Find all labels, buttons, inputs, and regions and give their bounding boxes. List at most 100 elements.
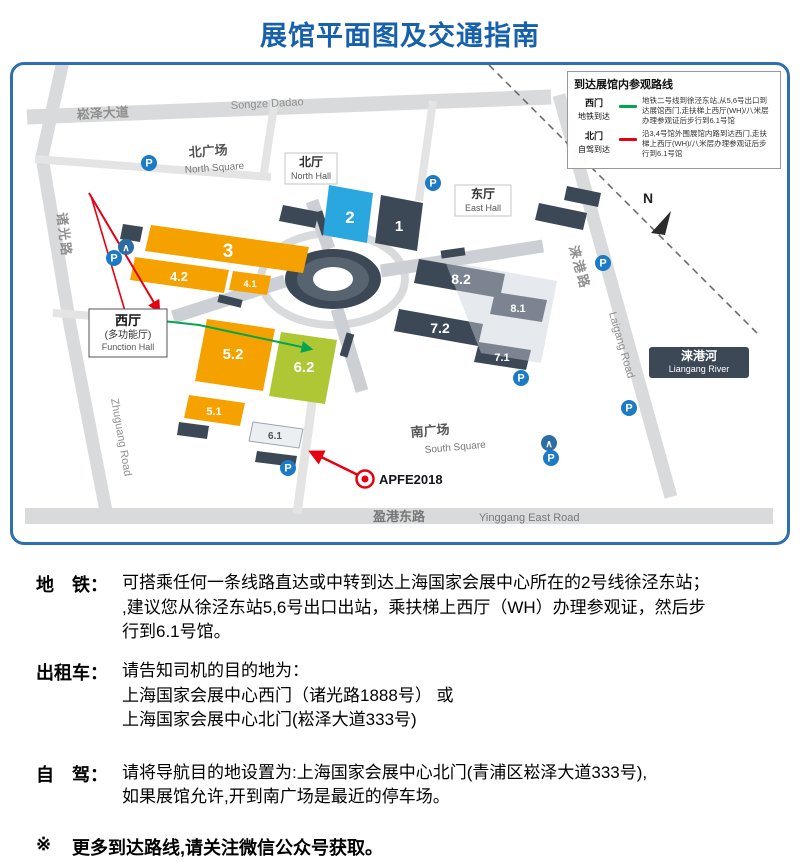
legend-gate-west: 西门 地铁到达 bbox=[574, 96, 614, 122]
hall-6-2-shape bbox=[269, 332, 337, 404]
venue-map-svg: 2 1 3 4.2 4.1 5.2 5.1 6.2 6.1 8.2 8.1 7.… bbox=[25, 65, 773, 524]
compass-n-label: N bbox=[643, 190, 653, 206]
guide-text-metro: 可搭乘任何一条线路直达或中转到达上海国家会展中心所在的2号线徐泾东站； ,建议您… bbox=[122, 573, 710, 642]
hall-4-2 bbox=[130, 257, 229, 293]
drive-route-swatch bbox=[619, 138, 637, 142]
compass-arrow-icon bbox=[651, 211, 671, 235]
hall-6-1 bbox=[248, 421, 304, 449]
page-title: 展馆平面图及交通指南 bbox=[260, 21, 540, 51]
guide-row-taxi: 出租车： 请告知司机的目的地为： 上海国家会展中心西门（诸光路1888号） 或 … bbox=[36, 659, 764, 733]
river-label-en: Liangang River bbox=[669, 364, 730, 374]
east-hall-label-box bbox=[454, 184, 512, 217]
footer-mark: ※ bbox=[36, 834, 52, 855]
street bbox=[292, 394, 318, 515]
svg-text:P: P bbox=[110, 253, 117, 265]
guide-label-metro: 地 铁： bbox=[36, 575, 108, 595]
parking-icon: P bbox=[106, 250, 122, 266]
hall-4-1-shape bbox=[229, 271, 271, 295]
parking-icon: P bbox=[280, 460, 296, 476]
corridor-label-tag bbox=[217, 294, 243, 308]
parking-icon: P bbox=[621, 400, 637, 416]
road-laigang-label-zh: 涞港路 bbox=[566, 244, 593, 291]
east-hall-shape bbox=[535, 203, 587, 230]
svg-text:P: P bbox=[625, 403, 632, 415]
parking-icons: P P P P P P P P bbox=[106, 155, 637, 476]
east-hall-shape bbox=[564, 186, 601, 207]
hall-8-2-label: 8.2 bbox=[451, 271, 471, 287]
legend-desc-metro: 地铁二号线到徐泾东站,从5,6号出口到达展馆西门,走扶梯上西厅(WH)/八米层办… bbox=[642, 96, 769, 125]
hall-7-2 bbox=[394, 309, 483, 346]
legend-title: 到达展馆内参观路线 bbox=[574, 79, 673, 91]
corridor-label-tag bbox=[440, 247, 466, 259]
road-zhuguang-label-en: Zhuguang Road bbox=[108, 397, 134, 477]
hall-8-2 bbox=[414, 259, 505, 298]
hotel-icon: ∧ bbox=[541, 435, 557, 451]
corridor-label-tag bbox=[339, 332, 355, 358]
west-hall-label-zh: 西厅 bbox=[115, 313, 141, 328]
parking-icon: P bbox=[543, 450, 559, 466]
north-square-label-zh: 北广场 bbox=[188, 142, 228, 160]
glass-roof-overlay bbox=[445, 261, 557, 363]
hall-7-2-shape bbox=[394, 309, 483, 346]
west-hall-label-box bbox=[88, 308, 168, 358]
east-hall-label-zh: 东厅 bbox=[471, 186, 495, 201]
hall-4-1-label: 4.1 bbox=[243, 279, 257, 290]
svg-text:P: P bbox=[145, 158, 152, 170]
parking-icon: P bbox=[141, 155, 157, 171]
hall-8-1 bbox=[490, 292, 547, 322]
traffic-guide: 地 铁： 可搭乘任何一条线路直达或中转到达上海国家会展中心所在的2号线徐泾东站；… bbox=[0, 571, 800, 860]
svg-text:P: P bbox=[517, 373, 524, 385]
west-hall-label-en: Function Hall bbox=[102, 342, 155, 352]
hotel-icons: ∧ ∧ bbox=[118, 239, 557, 451]
north-hall-shape bbox=[279, 205, 319, 228]
parking-icon: P bbox=[513, 370, 529, 386]
hall-8-1-shape bbox=[490, 292, 547, 322]
road-yinggang-label-en: Yinggang East Road bbox=[479, 512, 580, 524]
parking-icon: P bbox=[425, 175, 441, 191]
hall-7-2-label: 7.2 bbox=[430, 320, 450, 336]
hall-2-shape bbox=[323, 185, 373, 243]
hall-5-1 bbox=[184, 395, 245, 426]
north-square-label-en: North Square bbox=[184, 161, 245, 176]
road-zhuguang-label-zh: 诸光路 bbox=[54, 212, 74, 259]
hall-3-shape bbox=[145, 225, 309, 273]
central-hub bbox=[285, 249, 381, 309]
hall-2-label: 2 bbox=[345, 208, 354, 227]
apfe-logo-dot bbox=[361, 475, 369, 483]
hall-5-1-shape bbox=[184, 395, 245, 426]
hall-6-1-shape bbox=[248, 421, 304, 449]
road-zhuguang bbox=[35, 65, 113, 513]
north-hall-label-en: North Hall bbox=[291, 171, 331, 181]
hotel-icon: ∧ bbox=[118, 239, 134, 255]
west-hall-label-sub: (多功能厅) bbox=[105, 328, 152, 341]
legend-gate-label: 北门 bbox=[584, 131, 603, 142]
legend-item-metro: 西门 地铁到达 地铁二号线到徐泾东站,从5,6号出口到达展馆西门,走扶梯上西厅(… bbox=[574, 96, 774, 125]
halls bbox=[130, 185, 557, 449]
river-label-box bbox=[649, 347, 749, 378]
street bbox=[259, 98, 279, 180]
hall-7-1-label: 7.1 bbox=[494, 352, 509, 364]
central-hub-core bbox=[313, 267, 353, 291]
hall-3 bbox=[145, 225, 309, 273]
hall-7-1 bbox=[474, 342, 531, 370]
hall-name-boxes: 北厅 North Hall 东厅 East Hall 西厅 (多功能厅) Fun… bbox=[88, 152, 512, 358]
building-shape bbox=[120, 224, 143, 242]
street bbox=[415, 100, 437, 202]
south-square-label-en: South Square bbox=[424, 440, 486, 456]
metro-route-swatch bbox=[619, 105, 637, 108]
hall-7-1-shape bbox=[474, 342, 531, 370]
hall-3-label: 3 bbox=[223, 241, 234, 262]
apfe-label: APFE2018 bbox=[379, 472, 443, 487]
svg-text:∧: ∧ bbox=[545, 439, 552, 450]
river-label: 涞港河 Liangang River bbox=[649, 347, 749, 378]
hall-4-2-label: 4.2 bbox=[170, 269, 188, 284]
svg-text:P: P bbox=[429, 178, 436, 190]
footer-text: 更多到达路线,请关注微信公众号获取。 bbox=[72, 838, 383, 859]
road-yinggang-label-zh: 盈港东路 bbox=[372, 509, 426, 524]
river-label-zh: 涞港河 bbox=[681, 348, 717, 363]
south-square-label-zh: 南广场 bbox=[410, 422, 450, 440]
svg-text:∧: ∧ bbox=[122, 243, 129, 254]
road-songze bbox=[26, 89, 552, 125]
guide-label-taxi: 出租车： bbox=[36, 662, 108, 683]
legend-gate-north: 北门 自驾到达 bbox=[574, 129, 614, 155]
